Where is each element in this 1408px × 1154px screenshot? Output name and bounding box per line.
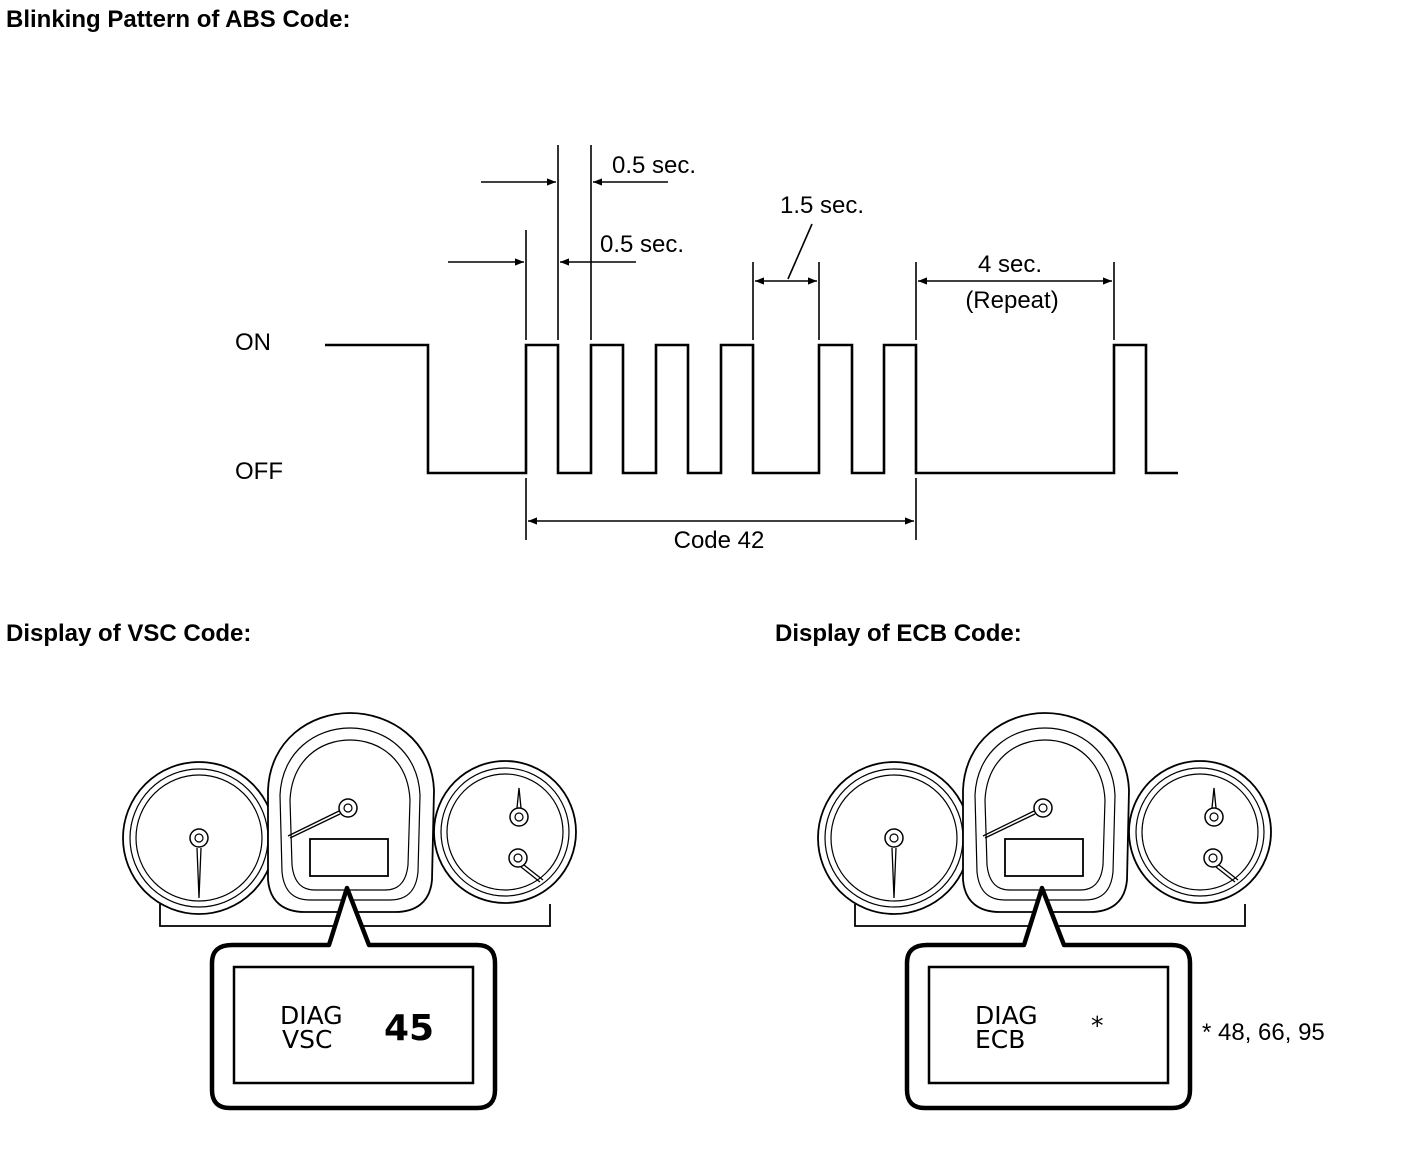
vsc-lcd-display: DIAG VSC 45 — [280, 1001, 434, 1054]
code-dimension — [525, 478, 917, 540]
digit-gap-label: 1.5 sec. — [780, 192, 864, 219]
ecb-system-text: ECB — [975, 1025, 1025, 1054]
off-label: OFF — [235, 458, 283, 485]
on-label: ON — [235, 329, 271, 356]
vsc-system-text: VSC — [282, 1025, 332, 1054]
digit-gap-dimension — [752, 223, 820, 340]
repeat-label: (Repeat) — [965, 287, 1058, 314]
ecb-lcd-display: DIAG ECB * — [975, 1001, 1104, 1054]
abs-heading: Blinking Pattern of ABS Code: — [6, 6, 351, 33]
vsc-instrument-cluster — [123, 713, 576, 1108]
pulse-width-dimension — [448, 145, 636, 340]
ecb-footnote: * 48, 66, 95 — [1202, 1019, 1325, 1046]
ecb-heading: Display of ECB Code: — [775, 620, 1022, 647]
vsc-code-value: 45 — [384, 1008, 434, 1049]
repeat-gap-label: 4 sec. — [978, 251, 1042, 278]
abs-waveform — [325, 343, 1178, 475]
pulse-gap-dimension — [481, 145, 668, 340]
vsc-heading: Display of VSC Code: — [6, 620, 252, 647]
code-label: Code 42 — [674, 527, 765, 554]
pulse-gap-label: 0.5 sec. — [612, 152, 696, 179]
ecb-instrument-cluster — [818, 713, 1271, 1108]
repeat-gap-dimension — [915, 262, 1115, 340]
pulse-width-label: 0.5 sec. — [600, 231, 684, 258]
ecb-code-asterisk: * — [1091, 1011, 1104, 1040]
vsc-diag-text: DIAG — [280, 1001, 343, 1030]
ecb-diag-text: DIAG — [975, 1001, 1038, 1030]
